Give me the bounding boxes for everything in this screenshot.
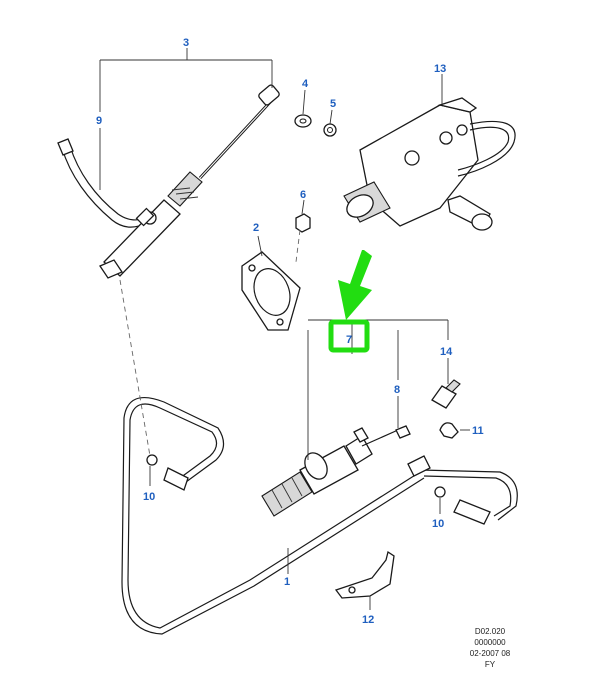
o-ring-10a[interactable] xyxy=(146,454,158,466)
callout-10-left: 10 xyxy=(143,491,155,503)
callout-10-right: 10 xyxy=(432,518,444,530)
highlight-box xyxy=(328,319,370,353)
callout-6: 6 xyxy=(300,189,306,201)
reference-model: FY xyxy=(484,660,496,669)
reference-block: D02.020 0000000 02-2007 08 FY xyxy=(444,626,536,670)
callout-11: 11 xyxy=(472,425,484,437)
hydraulic-pipe-1[interactable] xyxy=(121,397,518,635)
transmission-housing[interactable] xyxy=(343,97,516,231)
clip-8[interactable] xyxy=(395,425,411,439)
callout-1: 1 xyxy=(284,576,290,588)
reference-number: 0000000 xyxy=(474,638,506,647)
callout-9: 9 xyxy=(96,115,102,127)
callout-3: 3 xyxy=(183,37,189,49)
callout-12: 12 xyxy=(362,614,374,626)
bracket-12[interactable] xyxy=(334,550,395,599)
callout-8: 8 xyxy=(394,384,400,396)
callout-5: 5 xyxy=(330,98,336,110)
bolt-6[interactable] xyxy=(295,213,311,233)
o-ring-10b[interactable] xyxy=(434,486,446,498)
callout-13: 13 xyxy=(434,63,446,75)
clip-11[interactable] xyxy=(439,422,459,439)
washer-5[interactable] xyxy=(323,123,337,137)
arrow-down-icon xyxy=(338,250,372,320)
callout-7: 7 xyxy=(346,334,352,346)
callout-2: 2 xyxy=(253,222,259,234)
gasket[interactable] xyxy=(241,251,301,331)
reference-code: D02.020 xyxy=(474,627,506,636)
clutch-slave-cylinder[interactable] xyxy=(261,427,399,517)
callout-14: 14 xyxy=(440,346,453,358)
sensor-14[interactable] xyxy=(431,379,461,409)
callout-4: 4 xyxy=(302,78,309,90)
washer-4[interactable] xyxy=(294,114,312,128)
reference-date: 02-2007 08 xyxy=(469,649,511,658)
clutch-master-cylinder[interactable] xyxy=(57,84,280,279)
